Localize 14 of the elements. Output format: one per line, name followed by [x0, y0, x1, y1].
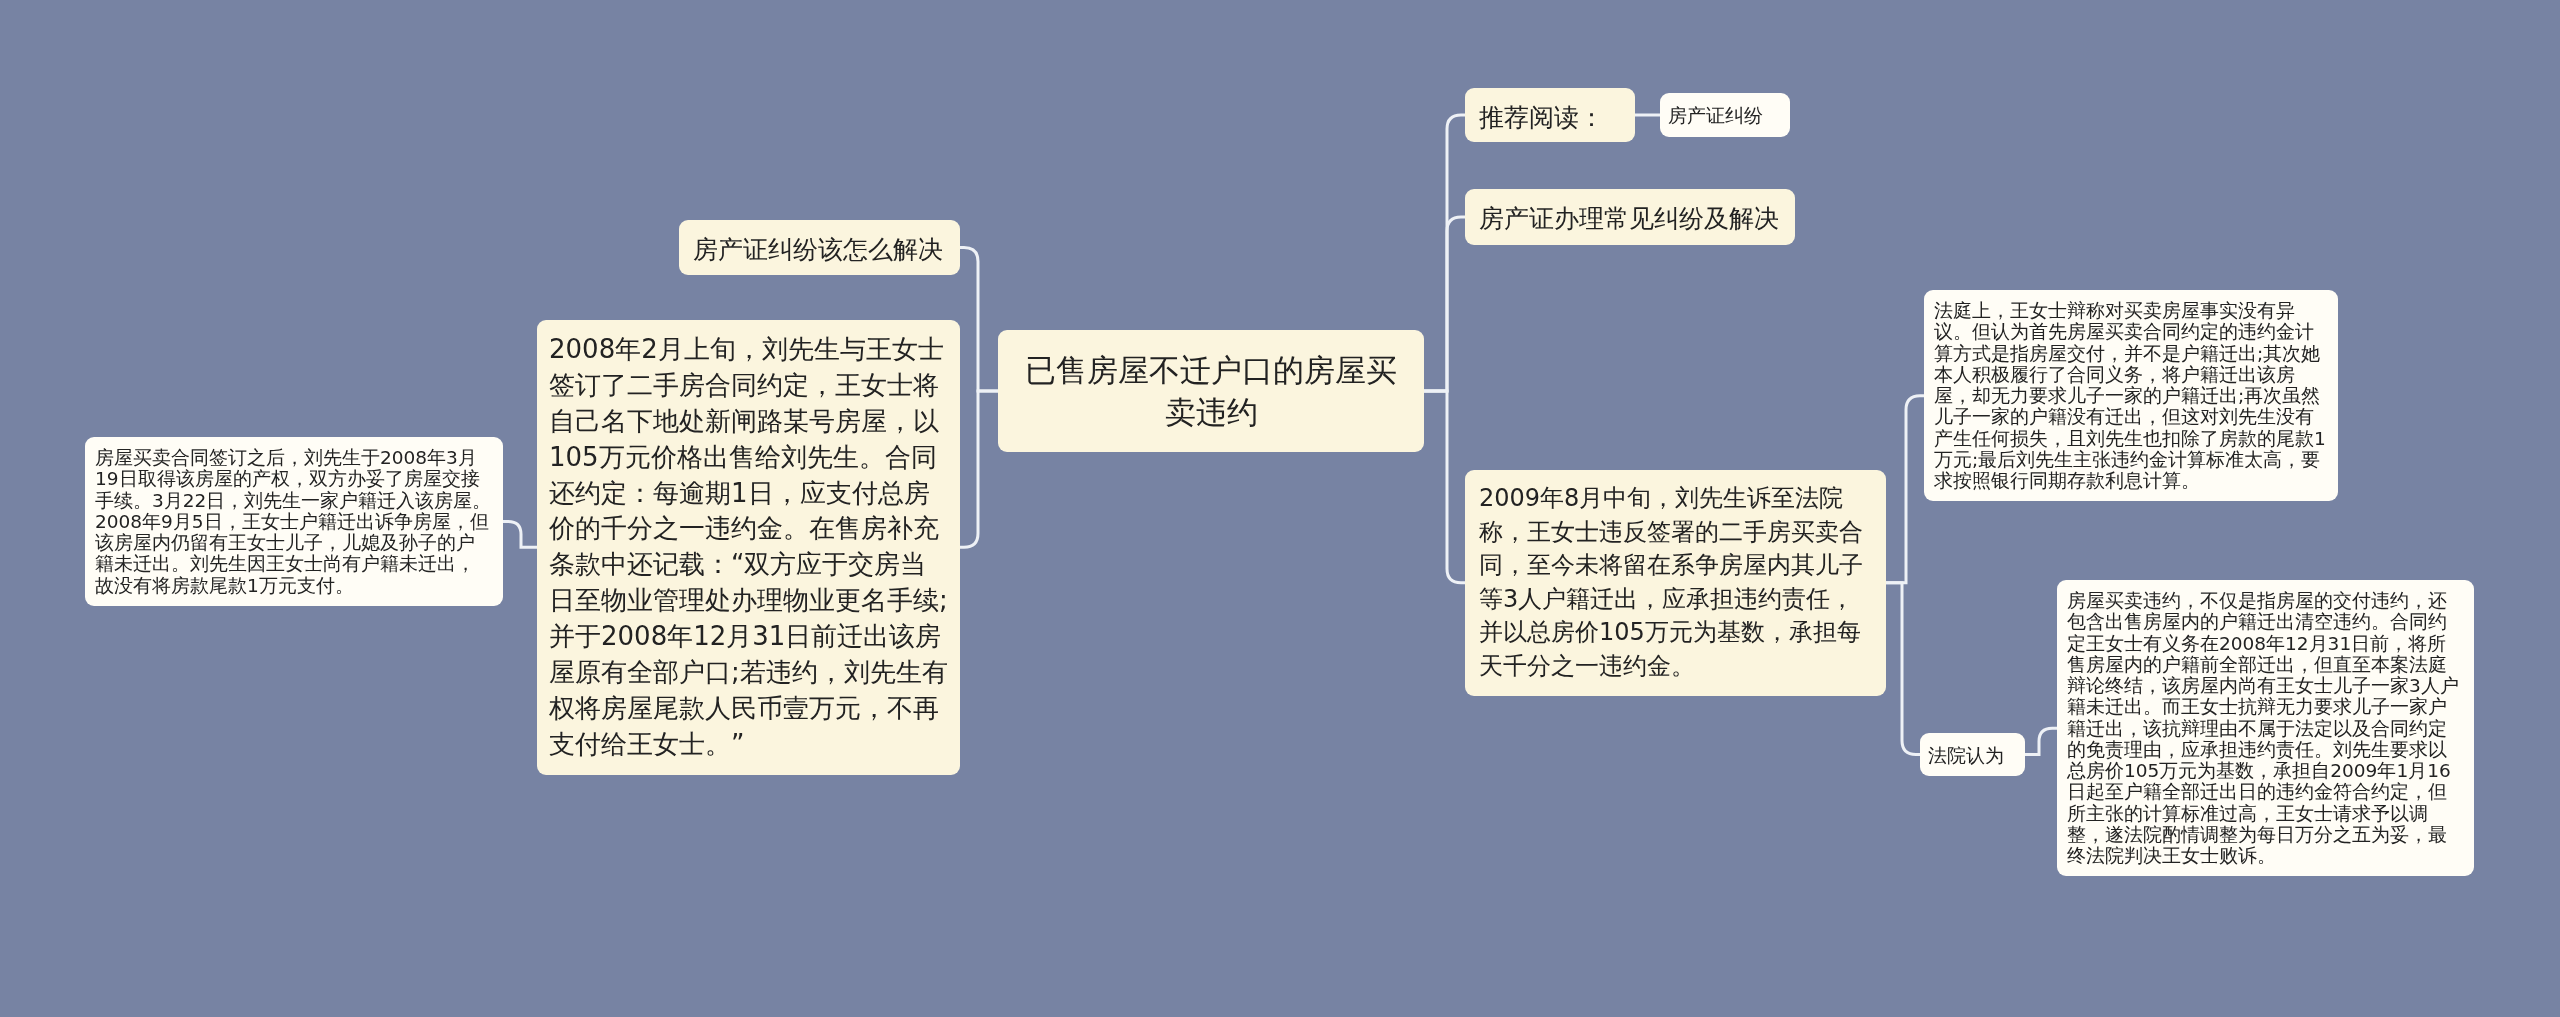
topic-box: 房产证纠纷该怎么解决 — [679, 220, 960, 275]
topic-box: 房产证纠纷 — [1660, 93, 1790, 137]
topic-box: 房产证办理常见纠纷及解决 — [1465, 189, 1795, 245]
note-box: 2008年2月上旬，刘先生与王女士签订了二手房合同约定，王女士将自己名下地处新闸路某号房屋，以105万元价格出售给刘先生。合同还约定：每逾期1日，应支付总房价的千分之一违约金。在售房补充条款中还记载：“双方应于交房当日至物业管理处办理物业更名手续;并于2008年12月31日前迁出该房屋原有全部户口;若违约，刘先生有权将房屋尾款人民币壹万元，不再支付给王女士。” — [537, 320, 960, 775]
connector — [503, 519, 537, 549]
note-box: 2009年8月中旬，刘先生诉至法院称，王女士违反签署的二手房买卖合同，至今未将留在系争房屋内其儿子等3人户籍迁出，应承担违约责任，并以总房价105万元为基数，承担每天千分之一违约金。 — [1465, 470, 1886, 696]
note-box: 房屋买卖合同签订之后，刘先生于2008年3月19日取得该房屋的产权，双方办妥了房屋交接手续。3月22日，刘先生一家户籍迁入该房屋。2008年9月5日，王女士户籍迁出诉争房屋，但该房屋内仍留有王女士儿子，儿媳及孙子的户籍未迁出。刘先生因王女士尚有户籍未迁出，故没有将房款尾款1万元支付。 — [85, 437, 503, 606]
topic-box: 推荐阅读： — [1465, 88, 1635, 142]
topic-box: 法院认为 — [1920, 733, 2025, 776]
note-box: 房屋买卖违约，不仅是指房屋的交付违约，还包含出售房屋内的户籍迁出清空违约。合同约定王女士有义务在2008年12月31日前，将所售房屋内的户籍前全部迁出，但直至本案法庭辩论终结，该房屋内尚有王女士儿子一家3人户籍未迁出。而王女士抗辩无力要求儿子一家户籍迁出，该抗辩理由不属于法定以及合同约定的免责理由，应承担违约责任。刘先生要求以总房价105万元为基数，承担自2009年1月16日起至户籍全部迁出日的违约金符合约定，但所主张的计算标准过高，王女士请求予以调整，遂法院酌情调整为每日万分之五为妥，最终法院判决王女士败诉。 — [2057, 580, 2474, 877]
central-topic: 已售房屋不迁户口的房屋买卖违约 — [998, 330, 1424, 452]
connector — [1635, 113, 1660, 117]
connector — [2025, 726, 2057, 756]
note-box: 法庭上，王女士辩称对买卖房屋事实没有异议。但认为首先房屋买卖合同约定的违约金计算方式是指房屋交付，并不是户籍迁出;其次她本人积极履行了合同义务，将户籍迁出该房屋，却无力要求儿子一家的户籍迁出;再次虽然儿子一家的户籍没有迁出，但这对刘先生没有产生任何损失，且刘先生也扣除了房款的尾款1万元;最后刘先生主张违约金计算标准太高，要求按照银行同期存款利息计算。 — [1924, 290, 2338, 502]
